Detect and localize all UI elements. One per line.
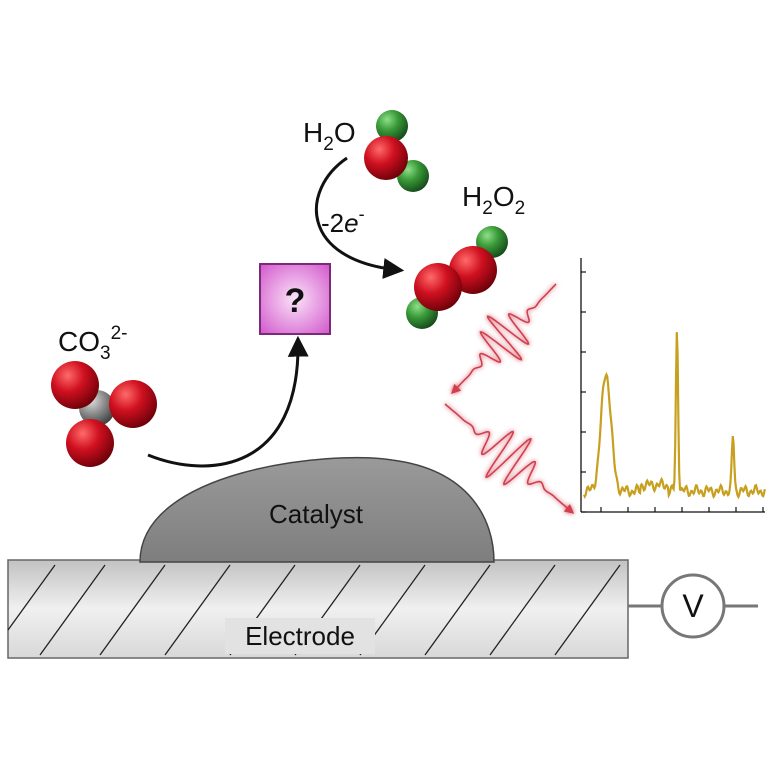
arrow-water-to-peroxide [315,156,405,279]
electrode: Electrode [7,559,629,659]
oxygen-atom [66,419,114,467]
electrode-label: Electrode [245,621,355,651]
hydrogen-atom [376,110,408,142]
catalyst-label: Catalyst [269,499,364,529]
voltmeter-label: V [682,588,704,624]
electron-transfer-label: -2e- [321,204,365,238]
spectrum-line [583,332,766,500]
electrode-label-bg [225,618,375,654]
carbonate-molecule [51,361,157,467]
question-mark: ? [285,282,306,320]
question-box-icon [259,263,331,335]
water-molecule [364,110,429,192]
spectrum-y-ticks [581,271,586,513]
voltmeter: V [628,573,758,639]
arrow-carbonate-to-intermediate [147,335,309,468]
oxygen-atom [51,361,99,409]
oxygen-atom [364,136,408,180]
spectrum-plot [580,258,766,513]
laser-pulse-outgoing [444,403,575,514]
water-label: H2O [303,117,356,155]
laser-pulse-icon [450,283,557,395]
voltmeter-icon [660,573,726,639]
peroxide-label: H2O2 [462,181,525,219]
peroxide-molecule [406,226,508,329]
catalyst: Catalyst [139,456,495,563]
oxygen-atom [109,380,157,428]
electrode-hatching [7,564,621,656]
laser-pulse-icon [444,403,575,514]
laser-pulse-incoming [450,283,557,395]
spectrum-x-ticks [600,507,764,512]
unknown-intermediate: ? [259,263,331,335]
carbonate-label: CO32- [58,323,127,364]
oxygen-atom [414,263,462,311]
